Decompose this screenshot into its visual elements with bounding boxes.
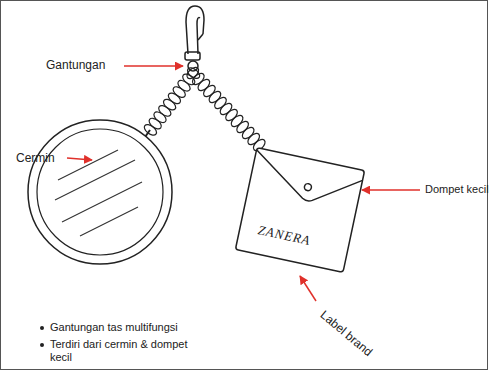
mirror bbox=[28, 120, 172, 264]
clasp-hook bbox=[185, 6, 204, 71]
part-label: Label brand bbox=[317, 308, 375, 360]
part-label: Dompet kecil bbox=[425, 183, 489, 196]
small-pouch bbox=[235, 148, 364, 273]
spiral-chain bbox=[142, 65, 267, 152]
bullet-dot bbox=[40, 326, 44, 347]
part-label: Gantungan bbox=[46, 58, 105, 72]
note-text: Gantungan tas multifungsi bbox=[50, 321, 178, 334]
part-label: Cermin bbox=[16, 151, 55, 165]
note-text: Terdiri dari cermin & dompet kecil bbox=[50, 338, 200, 364]
leader-arrow bbox=[67, 66, 420, 301]
frame bbox=[1, 1, 488, 370]
